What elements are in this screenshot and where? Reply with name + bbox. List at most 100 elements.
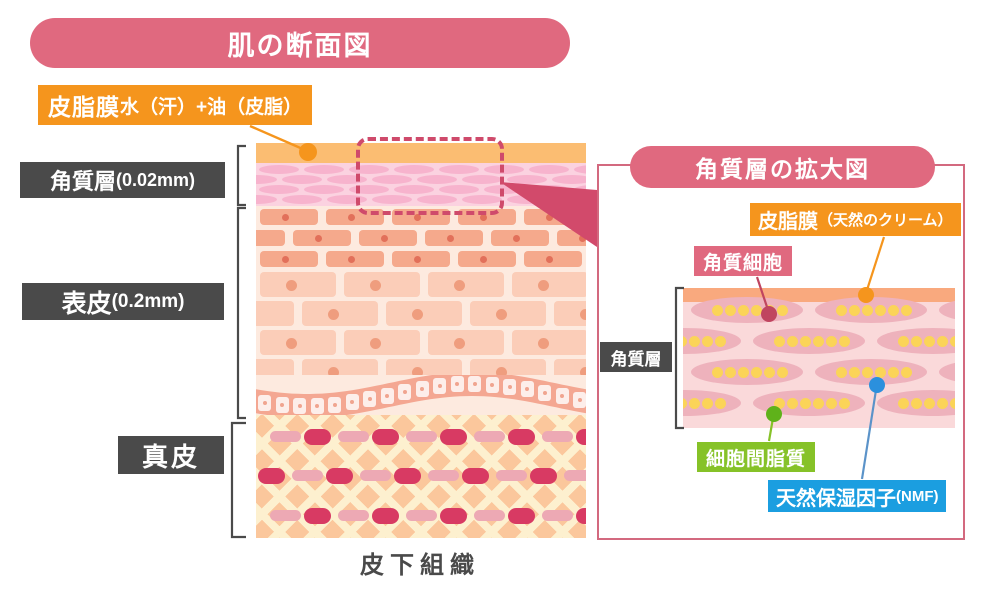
epidermal-cell [428,272,504,297]
cell-nucleus [480,256,487,263]
collagen-fibre-pale [270,510,301,521]
nmf-granule [839,398,850,409]
collagen-fibre-pale [338,510,369,521]
nmf-granule [849,367,860,378]
cell-nucleus [480,214,487,221]
epidermal-cell [260,209,318,225]
layer-label-stratum-corneum-sub: (0.02mm) [115,169,196,190]
nmf-granule [800,336,811,347]
corneocyte-cell [439,185,479,194]
page-title: 肌の断面図 [30,18,570,68]
corneocyte-cell [574,165,586,174]
cell-nucleus [370,338,381,349]
corneocyte-cell [282,195,322,204]
basal-cell [450,376,464,393]
nmf-granule [924,398,935,409]
nmf-granule [911,398,922,409]
nmf-granule [751,367,762,378]
corneocyte-cell [304,185,344,194]
nmf-granule [937,336,948,347]
cell-nucleus [513,235,520,242]
nmf-granule [683,398,687,409]
nmf-granule [689,336,700,347]
corneocyte-cell [282,175,322,184]
nmf-granule [875,305,886,316]
collagen-fibre-deep [508,508,535,524]
collagen-fibre-deep [394,468,421,484]
epidermal-cell [326,251,384,267]
basal-cell [328,396,341,413]
cell-nucleus [546,214,553,221]
cell-nucleus [412,309,423,320]
callout-nmf-sub: (NMF) [896,487,939,505]
zoom-panel-title-text: 角質層の拡大図 [695,156,870,182]
basal-cell [538,384,551,401]
nmf-granule [898,398,909,409]
epidermal-cell [512,272,586,297]
cell-nucleus [546,256,553,263]
callout-nmf: 天然保湿因子 (NMF) [768,480,947,512]
nmf-granule [787,398,798,409]
cell-nucleus [282,256,289,263]
basal-cell [310,397,324,414]
basal-layer-band [256,375,586,417]
basal-cell [503,378,516,395]
sebum-film-label-main: 皮脂膜 [48,94,120,120]
nmf-granule [725,305,736,316]
sebum-film-label-sub: 水（汗）+油（皮脂） [120,96,303,118]
nmf-granule [826,336,837,347]
basal-cell [555,388,569,405]
cell-nucleus [348,214,355,221]
callout-corneocyte-main: 角質細胞 [703,252,784,274]
nmf-granule [849,305,860,316]
epidermal-cell [256,301,294,326]
nmf-granule [888,305,899,316]
collagen-fibre-pale [406,431,437,442]
bracket-epidermis [236,206,246,420]
nmf-granule [950,336,955,347]
nmf-granule [901,367,912,378]
nmf-granule [689,398,700,409]
collagen-fibre-pale [496,470,527,481]
corneocyte-cell [327,175,367,184]
bracket-stratum-corneum [236,144,246,207]
cell-nucleus [286,338,297,349]
subcutis-caption: 皮下組織 [360,552,480,579]
basal-cell [293,397,306,414]
epidermal-cell [470,301,546,326]
corneocyte-cell [462,195,502,204]
layer-label-dermis-main: 真皮 [141,441,200,472]
nmf-granule [725,367,736,378]
basal-cell [520,381,534,398]
corneocyte-cell [507,175,547,184]
epidermal-cell [425,230,483,246]
nmf-granule [911,336,922,347]
collagen-fibre-pale [360,470,391,481]
collagen-fibre-pale [542,431,573,442]
collagen-fibre-deep [326,468,353,484]
collagen-fibre-deep [576,508,586,524]
epidermal-cell [344,330,420,355]
cell-nucleus [414,256,421,263]
corneocyte-cell [256,195,277,204]
nmf-granule [787,336,798,347]
collagen-fibre-pale [338,431,369,442]
zoom-panel-title: 角質層の拡大図 [630,146,935,188]
collagen-fibre-deep [304,508,331,524]
cell-nucleus [414,214,421,221]
nmf-granule [950,398,955,409]
nmf-granule [683,336,687,347]
corneocyte-cell [574,185,586,194]
callout-sebum-film-main: 皮脂膜 [758,211,818,233]
stratum-corneum-magnified-illustration [683,288,955,428]
cell-nucleus [447,235,454,242]
collagen-fibre-deep [258,468,285,484]
basal-cell [415,380,429,397]
collagen-fibre-pale [542,510,573,521]
cell-nucleus [348,256,355,263]
collagen-fibre-pale [292,470,323,481]
callout-nmf-main: 天然保湿因子 [776,487,896,510]
collagen-fibre-deep [372,429,399,445]
corneocyte-cell [552,195,586,204]
corneocyte-cell [372,175,412,184]
